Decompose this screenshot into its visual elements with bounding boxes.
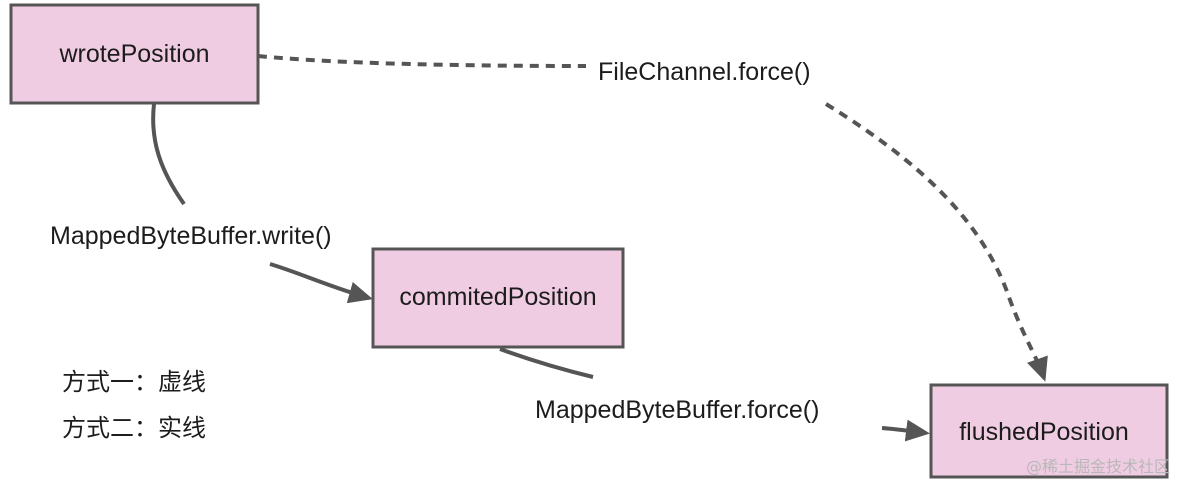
edge-mapped-force-line-b — [881, 419, 930, 442]
edge-label-file-channel-force: FileChannel.force() — [598, 58, 811, 86]
edge-mapped-force-line-a — [499, 347, 594, 379]
legend-line-solid: 方式二：实线 — [62, 414, 206, 442]
edge-label-mapped-force: MappedByteBuffer.force() — [535, 396, 819, 424]
edge-label-mapped-write: MappedByteBuffer.write() — [50, 222, 332, 250]
node-wrote-position-box — [9, 3, 260, 105]
node-wrote-position-label: wrotePosition — [58, 40, 209, 68]
node-commited-position-label: commitedPosition — [399, 283, 596, 311]
node-wrote-position[interactable]: wrotePosition — [9, 3, 260, 105]
edge-file-channel-force-line-a — [257, 54, 587, 68]
watermark: @稀土掘金技术社区 — [1026, 457, 1170, 476]
node-commited-position[interactable]: commitedPosition — [371, 247, 625, 349]
node-flushed-position[interactable]: flushedPosition — [929, 383, 1169, 479]
node-commited-position-box — [371, 247, 625, 349]
edge-file-channel-force-line-b — [824, 102, 1048, 382]
node-flushed-position-label: flushedPosition — [959, 418, 1129, 446]
node-flushed-position-box — [929, 383, 1169, 479]
edge-mapped-write-line-a — [151, 103, 186, 206]
edge-mapped-write-line-b — [269, 262, 373, 304]
legend-line-dashed: 方式一：虚线 — [62, 368, 206, 396]
